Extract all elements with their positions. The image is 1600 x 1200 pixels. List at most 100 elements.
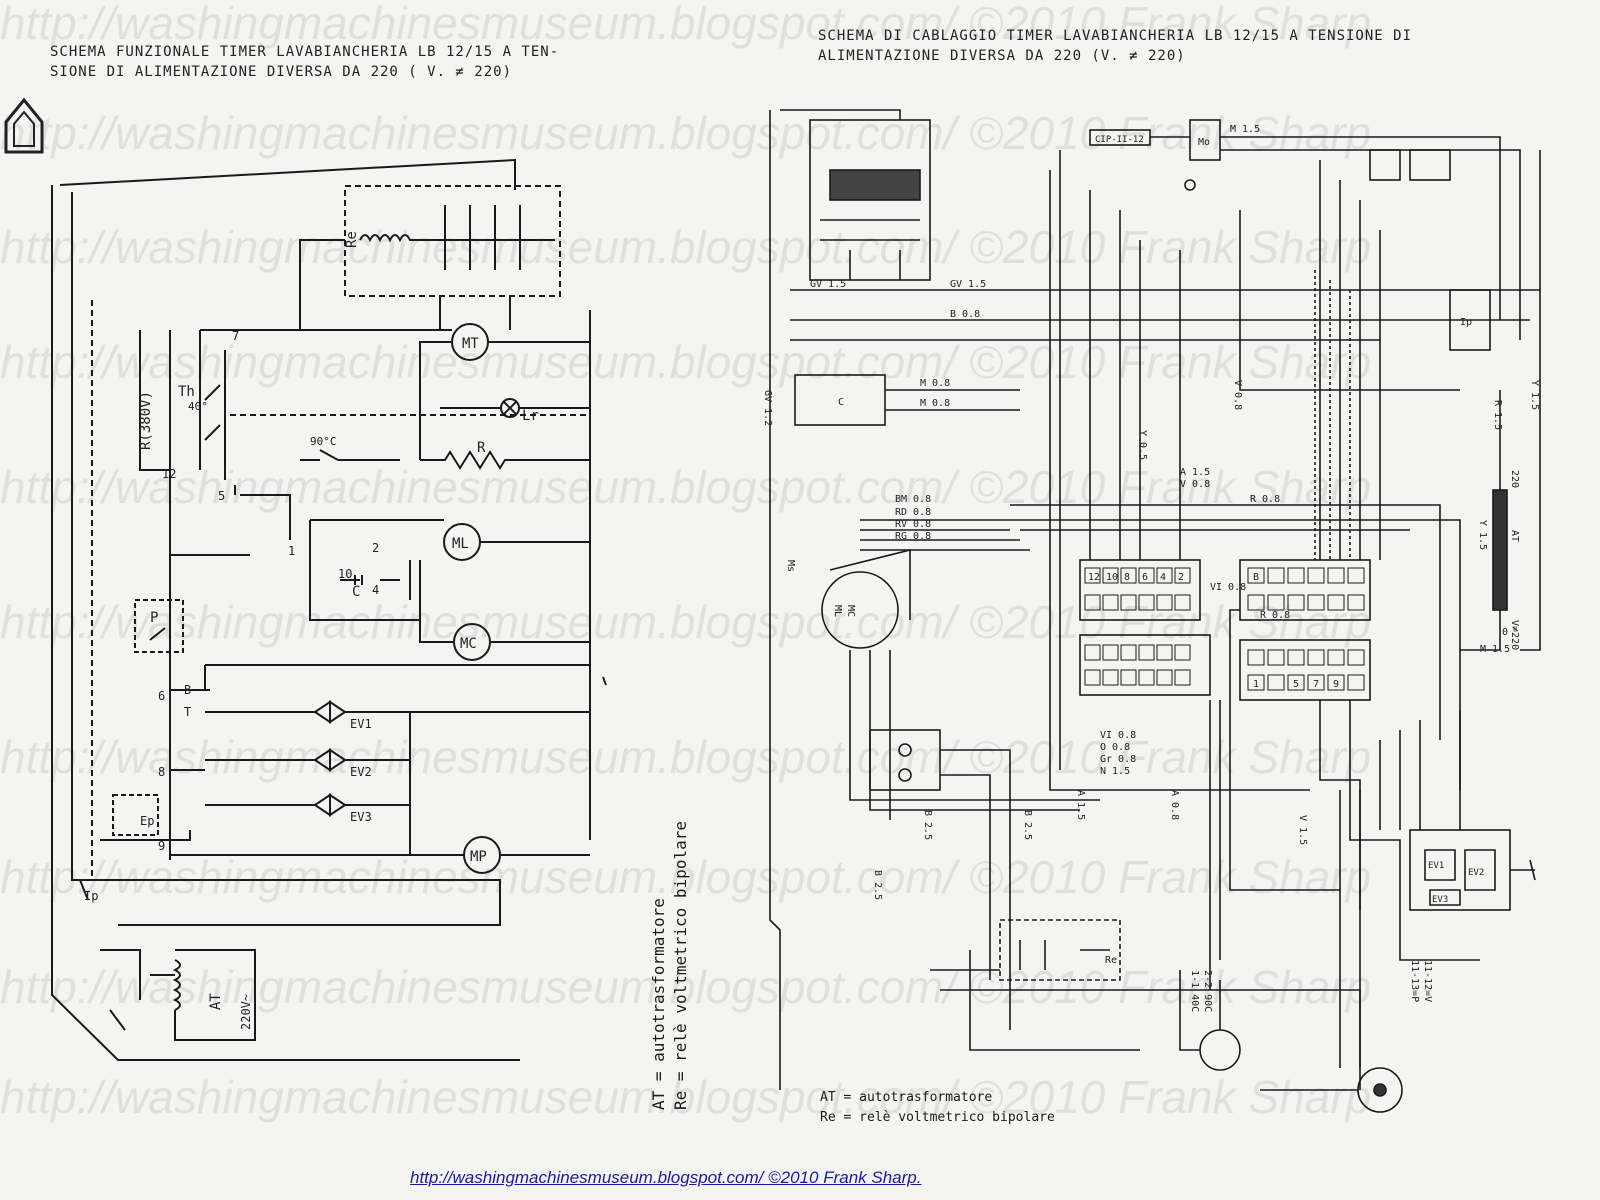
valves-ev bbox=[1424, 849, 1496, 906]
wl-ro8b: R 0.8 bbox=[1260, 610, 1290, 621]
wl-y05: Y 0.5 bbox=[1137, 430, 1148, 460]
wiring-schematic: GV 1.5 GV 1.5 B 0.8 GV 1.2 M 0.8 M 0.8 Y… bbox=[762, 109, 1541, 1113]
wl-rv08: RV 0.8 bbox=[895, 519, 931, 530]
legend-vertical: AT = autotrasformatore Re = relè voltmet… bbox=[648, 821, 692, 1110]
wl-n9: 9 bbox=[1333, 679, 1339, 690]
door-switch-ep bbox=[112, 794, 159, 836]
wl-at: AT bbox=[1509, 530, 1520, 542]
wl-n1: 1 bbox=[1253, 679, 1259, 690]
wl-vo8: V 0.8 bbox=[1180, 479, 1210, 490]
resistor-r bbox=[420, 450, 590, 470]
dotted-wire bbox=[1314, 270, 1351, 560]
label-n5: 5 bbox=[218, 489, 225, 503]
motor-ml-stator bbox=[829, 169, 921, 201]
wl-n8: 8 bbox=[1124, 572, 1130, 583]
wl-ro8: R 0.8 bbox=[1250, 494, 1280, 505]
wl-ml: ML bbox=[832, 605, 843, 617]
label-mp: MP bbox=[470, 849, 487, 865]
label-ev1: EV1 bbox=[350, 717, 372, 731]
pressure-switch-contact bbox=[149, 627, 166, 641]
wl-ev1: EV1 bbox=[1428, 861, 1444, 871]
pressure-switch-terminal bbox=[898, 768, 912, 782]
wl-o08: O 0.8 bbox=[1100, 742, 1130, 753]
relay-re-box bbox=[999, 919, 1121, 981]
harness-wire bbox=[1209, 609, 1340, 990]
wl-n5: 5 bbox=[1293, 679, 1299, 690]
footer-link[interactable]: http://washingmachinesmuseum.blogspot.co… bbox=[410, 1168, 922, 1187]
label-ml: ML bbox=[452, 536, 469, 552]
legend-at: AT = autotrasformatore bbox=[820, 1090, 993, 1105]
motor-ml-drawing bbox=[809, 119, 931, 281]
wl-vi08b: VI 0.8 bbox=[1100, 730, 1136, 741]
valve-return bbox=[409, 711, 590, 855]
wl-gv12: GV 1.2 bbox=[762, 390, 773, 426]
th-wire bbox=[1179, 970, 1221, 1051]
left-title-line2: SIONE DI ALIMENTAZIONE DIVERSA DA 220 ( … bbox=[50, 64, 513, 80]
valve-ev2 bbox=[205, 748, 410, 772]
frame-wire bbox=[71, 192, 501, 926]
label-c: C bbox=[352, 584, 360, 600]
wl-220: 220 bbox=[1509, 470, 1520, 488]
wl-bo8: B 0.8 bbox=[950, 309, 980, 320]
switch-ms bbox=[1184, 179, 1196, 191]
relay-wire bbox=[299, 239, 345, 330]
functional-schematic: Re MT Lr R Th R(380V) 40° 90°C ML MC MP … bbox=[51, 158, 607, 1061]
label-90: 90°C bbox=[310, 435, 337, 448]
wl-b: B bbox=[1253, 572, 1259, 583]
pressure-dial-center bbox=[1373, 1083, 1387, 1097]
switch-ip-block bbox=[1449, 289, 1491, 351]
wl-ip: Ip bbox=[1460, 317, 1472, 328]
wl-th1: 2-2 90C bbox=[1202, 970, 1213, 1012]
harness-wire bbox=[790, 289, 1540, 341]
right-title-line2: ALIMENTAZIONE DIVERSA DA 220 (V. ≠ 220) bbox=[818, 48, 1186, 64]
relay-wire bbox=[930, 950, 1361, 1090]
wl-n15: N 1.5 bbox=[1100, 766, 1130, 777]
wl-v08: V 0.8 bbox=[1232, 380, 1243, 410]
door-lock-mo bbox=[1189, 119, 1221, 161]
wl-a15: A 1.5 bbox=[1180, 467, 1210, 478]
wl-re: Re bbox=[1105, 955, 1117, 966]
timer-block-4 bbox=[1239, 639, 1371, 701]
heater-wire bbox=[139, 330, 170, 471]
label-220v: 220V~ bbox=[239, 994, 253, 1030]
legend-re: Re = relè voltmetrico bipolare bbox=[820, 1110, 1055, 1125]
relay-contacts bbox=[1019, 940, 1110, 970]
autotransformer-at bbox=[1492, 489, 1508, 611]
wl-cip: CIP-II-12 bbox=[1095, 135, 1144, 145]
pressure-switch-terminal bbox=[898, 743, 912, 757]
wl-y15: Y 1.5 bbox=[1529, 380, 1540, 410]
wl-rd08: RD 0.8 bbox=[895, 507, 931, 518]
relay-wire bbox=[439, 296, 511, 330]
pressure-switch-p bbox=[134, 599, 184, 653]
wl-n10: 10 bbox=[1106, 572, 1118, 583]
harness-wire bbox=[1319, 160, 1381, 560]
harness-wire bbox=[1000, 150, 1461, 791]
wl-v15: V 1.5 bbox=[1297, 815, 1308, 845]
pressure-switch-box bbox=[869, 729, 941, 791]
wl-b25: B 2.5 bbox=[922, 810, 933, 840]
wl-bm08: BM 0.8 bbox=[895, 494, 931, 505]
capacitor-c bbox=[340, 575, 400, 585]
house-logo-icon bbox=[4, 97, 44, 154]
wl-m15b: M 1.5 bbox=[1230, 124, 1260, 135]
label-ev3: EV3 bbox=[350, 810, 372, 824]
relay-contacts bbox=[444, 205, 521, 270]
thermostat-90 bbox=[300, 449, 400, 461]
wl-m08a: M 0.8 bbox=[920, 378, 950, 389]
label-mc: MC bbox=[460, 636, 477, 652]
wl-a15b: A 1.5 bbox=[1075, 790, 1086, 820]
footer-link-container: http://washingmachinesmuseum.blogspot.co… bbox=[410, 1168, 921, 1188]
capacitor-c-box bbox=[794, 374, 886, 426]
harness-wire bbox=[769, 109, 901, 1090]
autotransformer-coil bbox=[172, 959, 181, 1011]
label-40: 40° bbox=[188, 400, 208, 413]
wl-n6: 6 bbox=[1142, 572, 1148, 583]
label-lr: Lr bbox=[522, 408, 539, 424]
p-wire bbox=[940, 749, 1011, 1030]
valve-feed bbox=[170, 769, 465, 856]
thermostat-wire bbox=[199, 330, 236, 495]
timer-block-3 bbox=[1079, 634, 1211, 696]
wl-n0: 0 bbox=[1502, 627, 1508, 638]
label-th: Th bbox=[178, 384, 195, 400]
